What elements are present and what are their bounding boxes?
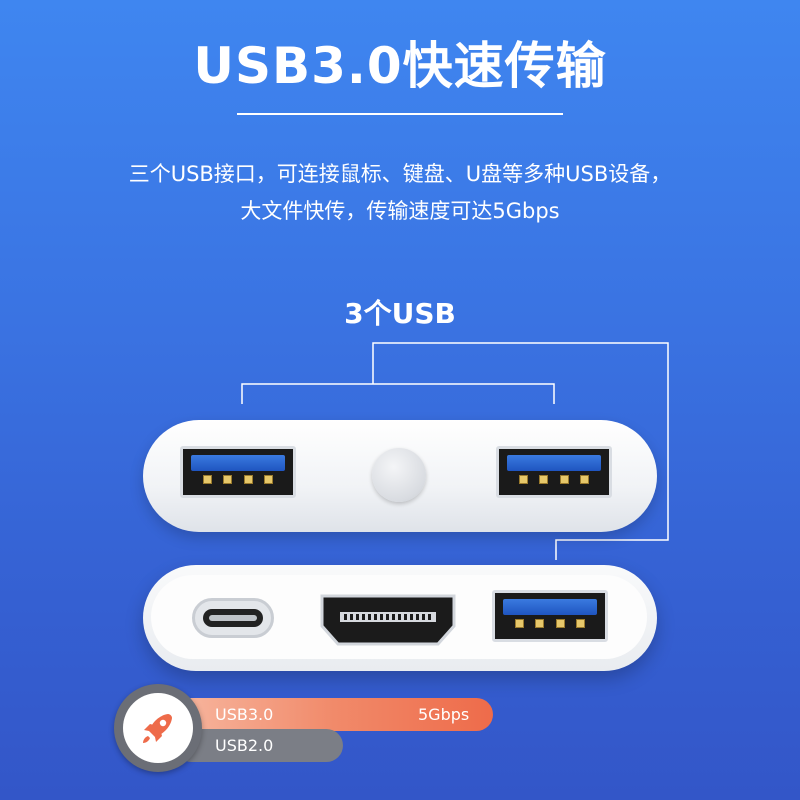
description-line-1: 三个USB接口，可连接鼠标、键盘、U盘等多种USB设备， (128, 162, 672, 186)
hdmi-port (320, 594, 456, 646)
usb-port-left (180, 446, 296, 498)
description-line-2: 大文件快传，传输速度可达5Gbps (240, 199, 560, 223)
usb3-speed: 5Gbps (418, 705, 470, 724)
hub-button (372, 448, 426, 502)
title-underline (237, 113, 563, 115)
page-title: USB3.0快速传输 (193, 37, 607, 95)
usb3-label: USB3.0 (215, 705, 274, 724)
usb-c-port (192, 598, 274, 638)
usb3-speed-bar: USB3.0 5Gbps (175, 698, 493, 731)
usb-port-bottom (492, 590, 608, 642)
usb2-label: USB2.0 (215, 736, 274, 755)
usb-port-right (496, 446, 612, 498)
usb-count-label: 3个USB (344, 297, 456, 330)
usb2-speed-bar: USB2.0 (175, 729, 343, 762)
rocket-icon (143, 714, 172, 743)
speed-badge (114, 684, 202, 772)
